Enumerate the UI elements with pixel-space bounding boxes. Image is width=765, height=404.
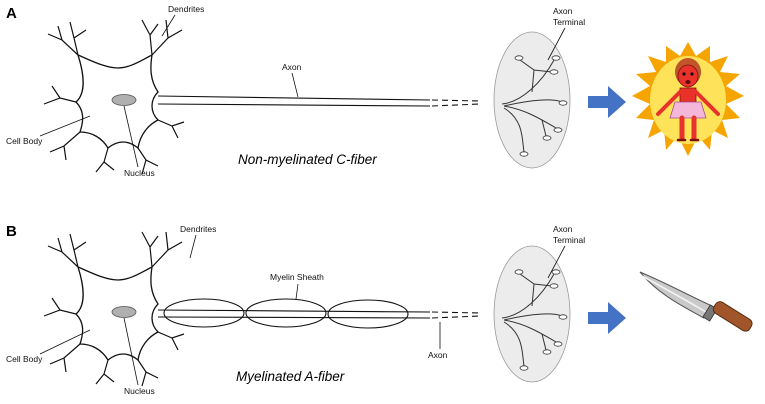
dendrites-label-b: Dendrites — [180, 224, 216, 234]
right-arrow-icon — [588, 302, 626, 334]
myelin-segment — [245, 298, 327, 328]
axon-terminal-label-b-2: Terminal — [553, 235, 585, 245]
myelin-sheath-label: Myelin Sheath — [270, 272, 324, 282]
panel-a: A Dendrites Cell Body Nucleus Axon Axon … — [6, 4, 744, 178]
burning-child-icon — [632, 42, 744, 156]
nucleus-b — [111, 306, 137, 318]
cell-body-label-b: Cell Body — [6, 354, 43, 364]
axon-terminal-label-a-1: Axon — [553, 6, 573, 16]
knife-icon — [639, 271, 753, 332]
axon-terminal-b — [493, 245, 571, 383]
axon-label-b: Axon — [428, 350, 448, 360]
right-arrow-icon — [588, 86, 626, 118]
axon-line-b-top — [157, 309, 431, 313]
dendrites-label-a: Dendrites — [168, 4, 204, 14]
panel-b: B Dendrites Cell Body Nucleus Myelin She… — [6, 223, 753, 396]
myelin-segment — [163, 298, 245, 328]
panel-a-letter: A — [6, 5, 17, 22]
axon-terminal-label-a-2: Terminal — [553, 17, 585, 27]
panel-b-letter: B — [6, 223, 17, 240]
cell-body-label-a: Cell Body — [6, 136, 43, 146]
caption-b: Myelinated A-fiber — [236, 369, 345, 384]
nucleus-label-b: Nucleus — [124, 386, 155, 396]
axon-terminal-label-b-1: Axon — [553, 224, 573, 234]
axon-label-a: Axon — [282, 62, 302, 72]
axon-line-b-bottom — [157, 316, 431, 319]
axon-terminal-a — [493, 31, 571, 169]
axon-line-a-bottom — [157, 103, 431, 107]
nucleus-label-a: Nucleus — [124, 168, 155, 178]
nucleus-a — [111, 94, 137, 106]
myelin-segment — [327, 299, 409, 329]
caption-a: Non-myelinated C-fiber — [238, 152, 377, 167]
axon-line-a-top — [157, 95, 431, 101]
